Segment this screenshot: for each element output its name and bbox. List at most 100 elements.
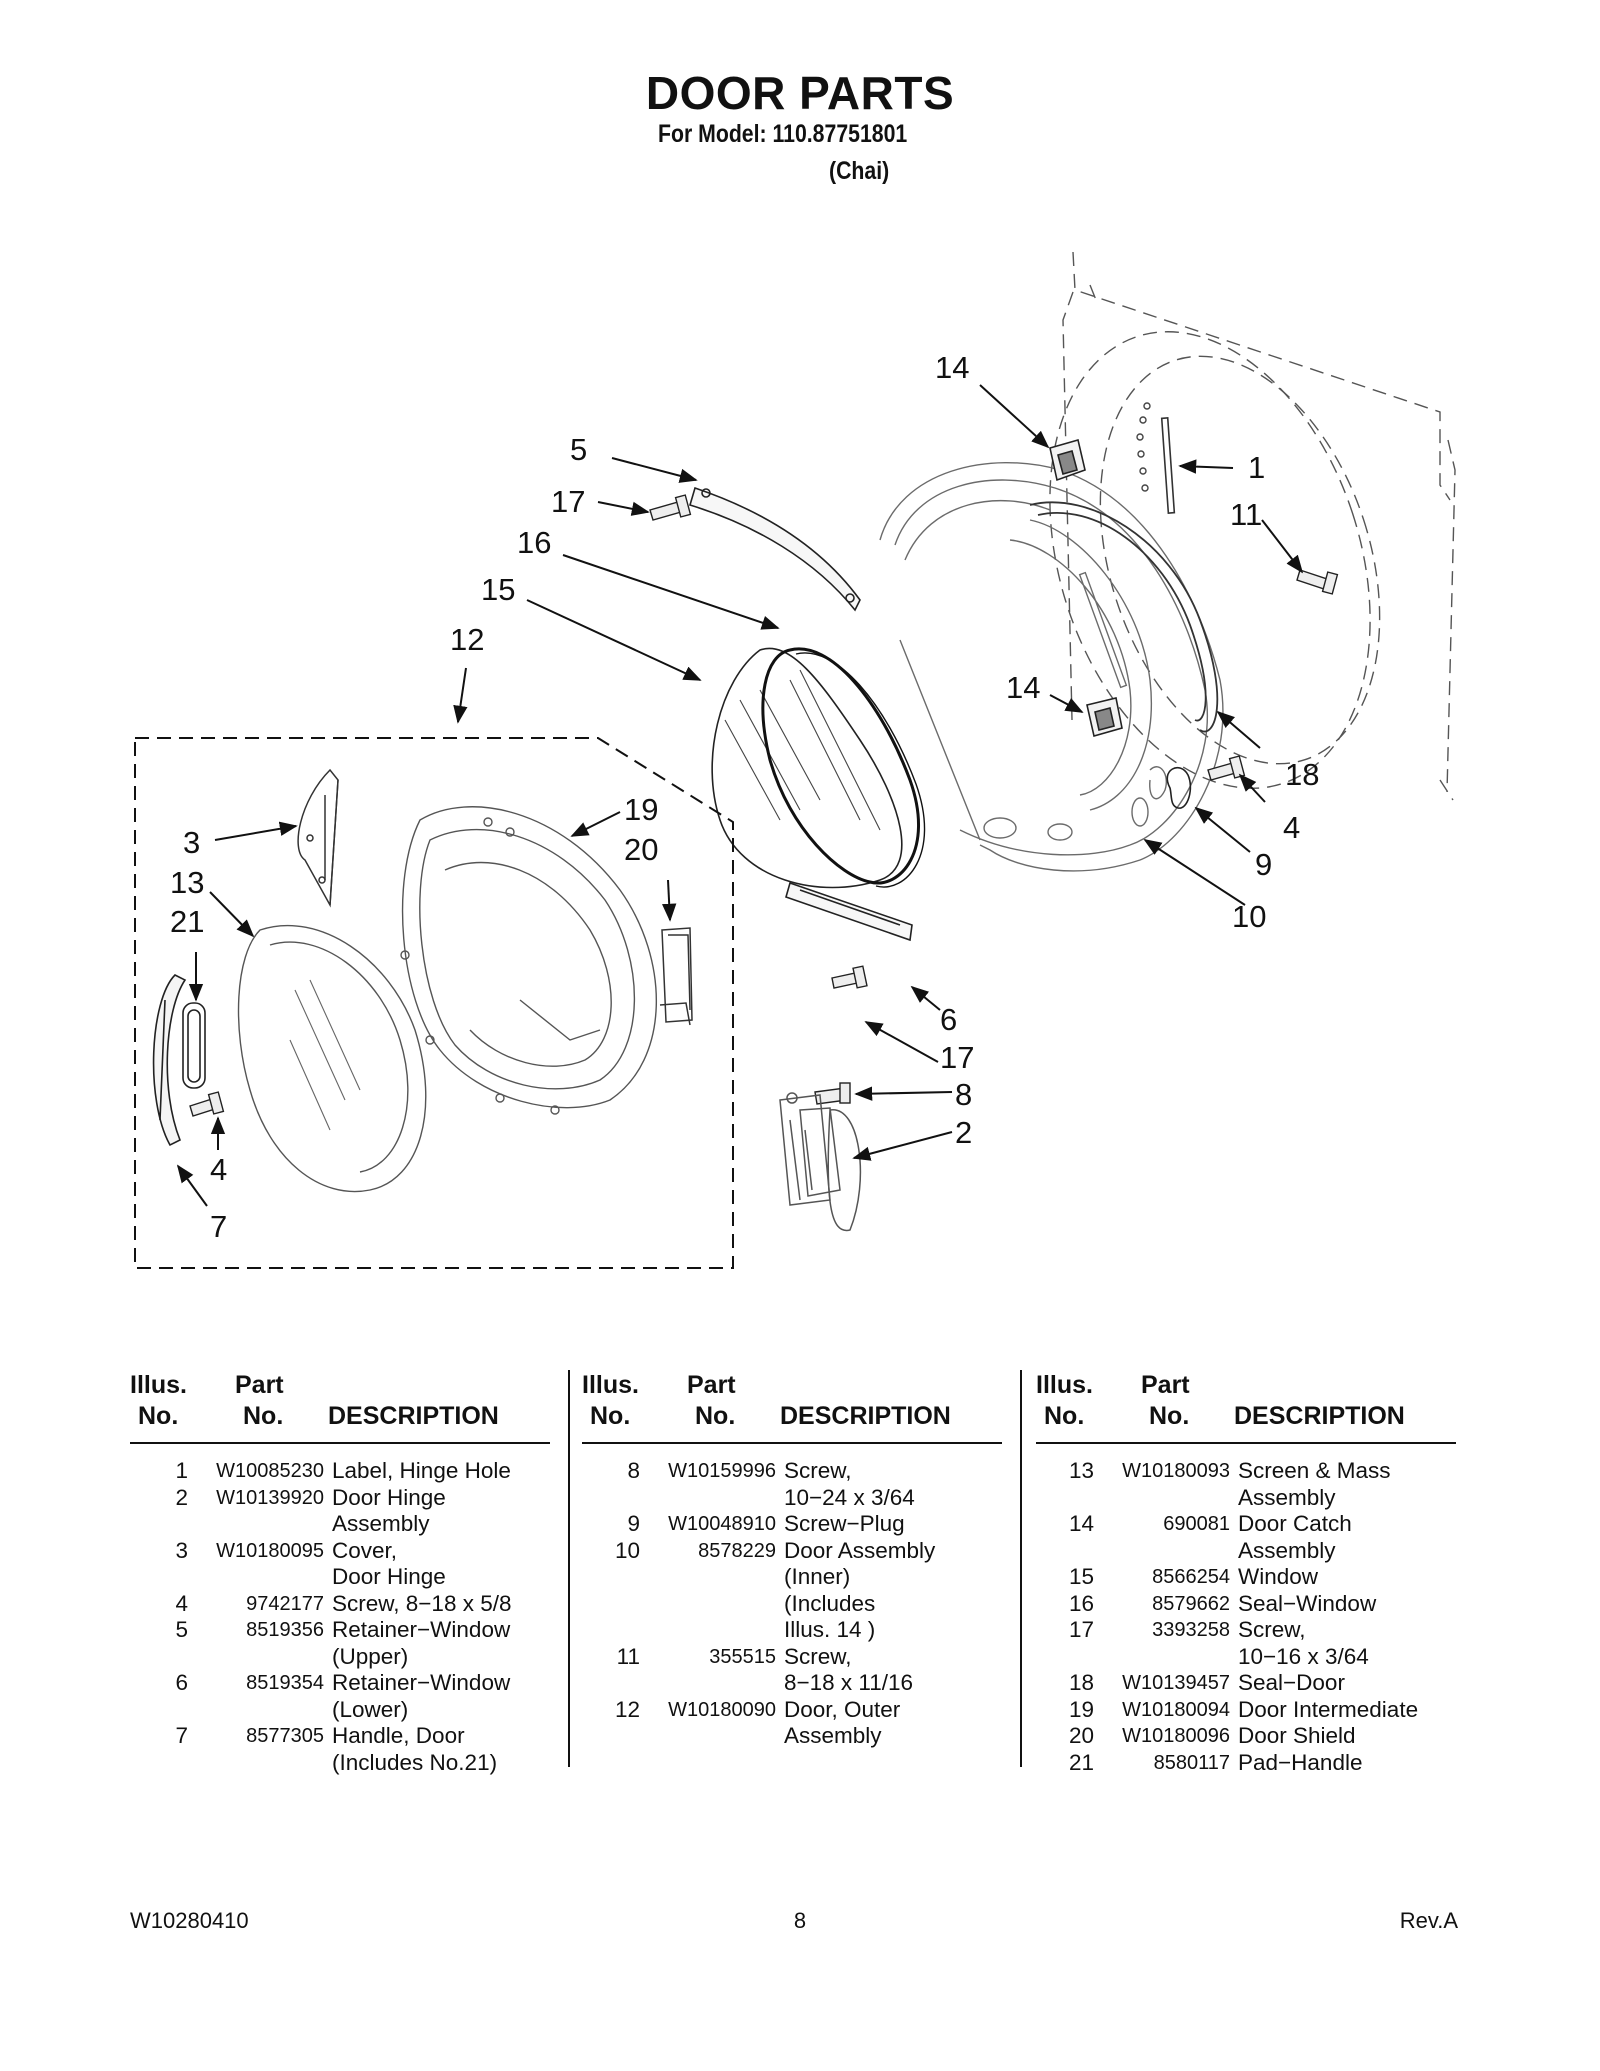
description-line: Seal−Window: [1238, 1590, 1377, 1616]
description-line: Door Shield: [1238, 1723, 1356, 1748]
door-shield: [659, 927, 693, 1026]
part-number: 8566254: [1152, 1566, 1230, 1588]
illus-number: 5: [175, 1617, 188, 1642]
part-description: Screw,8−18 x 11/16: [784, 1644, 1014, 1697]
inner-door-assembly: [879, 461, 1224, 872]
part-number: 8577305: [246, 1725, 324, 1747]
callout-labels: 14 5 17 1 11 16 15 12 14 18 4 9 10 3 19 …: [170, 350, 1319, 1244]
part-number: 8580117: [1153, 1751, 1230, 1774]
callout-16: 16: [517, 525, 551, 560]
model-number: For Model: 110.87751801: [658, 120, 908, 148]
description-line: Screen & Mass: [1238, 1458, 1391, 1483]
description-line: Door Assembly: [784, 1537, 936, 1563]
description-line: Screw,: [784, 1458, 852, 1483]
part-number: 8578229: [698, 1539, 776, 1562]
window-retainer-upper: [689, 486, 861, 612]
illus-number: 6: [175, 1670, 188, 1695]
part-number: 8519354: [246, 1672, 324, 1694]
description-line: Illus. 14 ): [784, 1617, 876, 1642]
part-description: Screw−Plug: [784, 1511, 1014, 1538]
description-line: (Inner): [784, 1564, 851, 1589]
callout-8: 8: [955, 1077, 972, 1112]
callout-9: 9: [1255, 847, 1272, 882]
screw-17-lower: [831, 965, 868, 989]
part-description: Screw,10−24 x 3/64: [784, 1458, 1014, 1511]
description-line: Assembly: [784, 1723, 882, 1748]
description-line: Door Intermediate: [1238, 1696, 1419, 1722]
illus-number: 17: [1068, 1617, 1094, 1642]
part-number: 355515: [709, 1645, 776, 1668]
illus-number: 19: [1068, 1696, 1094, 1722]
illus-number: 7: [175, 1723, 188, 1748]
screw-11: [1296, 569, 1339, 595]
screw-plug-9: [1166, 766, 1192, 809]
part-number: 690081: [1163, 1513, 1230, 1535]
callout-12: 12: [450, 622, 484, 657]
callout-17-upper: 17: [551, 484, 585, 519]
part-description: Pad−Handle: [1238, 1750, 1468, 1777]
cabinet-outline: [1049, 251, 1456, 801]
callout-6: 6: [940, 1002, 957, 1037]
part-description: Screw, 8−18 x 5/8: [332, 1591, 562, 1618]
illus-number: 8: [627, 1458, 640, 1483]
part-description: Seal−Window: [1238, 1591, 1468, 1618]
illus-number: 20: [1068, 1723, 1094, 1748]
desc-header: DESCRIPTION: [1234, 1402, 1405, 1430]
table-row: 20 W10180096 Door Shield: [1036, 1723, 1456, 1750]
illus-number: 12: [614, 1696, 640, 1722]
description-line: (Includes No.21): [332, 1749, 498, 1775]
column-divider: [568, 1370, 570, 1767]
part-number: W10180096: [1122, 1725, 1230, 1747]
description-line: Assembly: [1238, 1484, 1336, 1510]
screen-mass-assembly: [237, 924, 427, 1193]
illus-header: Illus.No.: [1036, 1371, 1093, 1430]
illus-number: 11: [616, 1643, 640, 1669]
illus-number: 18: [1068, 1670, 1094, 1695]
handle-pad: [182, 1002, 206, 1089]
part-number: W10139920: [216, 1486, 324, 1509]
revision: Rev.A: [1399, 1908, 1458, 1933]
part-description: Window: [1238, 1564, 1468, 1591]
outer-door-kit-boundary: [134, 737, 734, 1269]
exploded-parts-diagram: 14 5 17 1 11 16 15 12 14 18 4 9 10 3 19 …: [134, 251, 1456, 1269]
illus-number: 21: [1068, 1749, 1094, 1775]
callout-13: 13: [170, 865, 204, 900]
screw-17-upper: [649, 494, 692, 521]
description-line: Door Hinge: [332, 1564, 446, 1589]
callout-4-left: 4: [210, 1152, 227, 1187]
callout-17-lower: 17: [940, 1040, 974, 1075]
description-line: Assembly: [1238, 1537, 1336, 1563]
description-line: Window: [1238, 1564, 1319, 1589]
callout-14-lower: 14: [1006, 670, 1040, 705]
callout-15: 15: [481, 572, 515, 607]
description-line: Screw, 8−18 x 5/8: [332, 1590, 512, 1616]
leader-lines: [176, 384, 1304, 1207]
door-catch-lower: [1086, 697, 1123, 738]
description-line: (Upper): [332, 1643, 409, 1669]
callout-10: 10: [1232, 899, 1266, 934]
part-number: 8519356: [246, 1619, 324, 1641]
illus-number: 3: [175, 1537, 188, 1563]
door-intermediate: [400, 806, 658, 1115]
illus-number: 13: [1068, 1458, 1094, 1483]
window-seal: [761, 647, 926, 888]
